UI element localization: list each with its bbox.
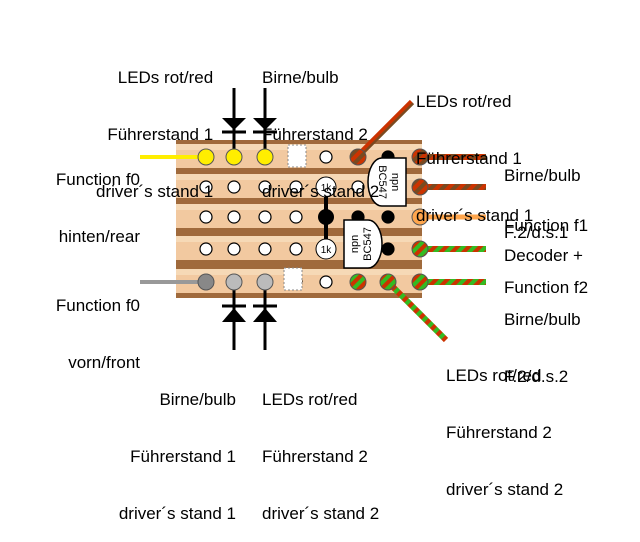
- label-bulb-ds2: Birne/bulb F.2/d.s.2: [504, 272, 581, 405]
- label-line: Function f0: [55, 296, 140, 315]
- label-line: vorn/front: [68, 353, 140, 372]
- strip-hole: [289, 210, 303, 224]
- label-bulb-ds1: Birne/bulb F.2/d.s.1: [504, 128, 581, 261]
- label-top-mid: Birne/bulb Führerstand 2 driver´s stand …: [262, 30, 379, 220]
- connection-pad: [256, 273, 274, 291]
- label-line: LEDs rot/red: [262, 390, 358, 409]
- label-line: Function f1: [504, 216, 589, 235]
- solder-point: [382, 243, 394, 255]
- connection-pad: [197, 148, 215, 166]
- copper-strip-highlight: [176, 204, 422, 210]
- transistor-lower-part: BC547: [362, 227, 374, 261]
- resistor-upper-mark: 1k: [321, 183, 333, 194]
- strip-cut-upper: [287, 144, 307, 168]
- resistor-lower: 1k: [315, 238, 337, 260]
- connection-pad: [411, 208, 429, 226]
- label-line: F.2/d.s.1: [504, 223, 569, 242]
- transistor-lower: npn BC547: [343, 219, 383, 269]
- label-line: driver´s stand 1: [118, 504, 236, 523]
- strip-hole: [199, 210, 213, 224]
- label-line: LEDs rot/red: [416, 92, 512, 111]
- transistor-upper-type: npn: [389, 173, 401, 191]
- connection-pad: [197, 273, 215, 291]
- diode-bottom-left: [222, 282, 246, 350]
- transistor-lower-type: npn: [349, 235, 361, 253]
- label-bottom-left: Birne/bulb Führerstand 1 driver´s stand …: [96, 352, 236, 542]
- label-line: Führerstand 2: [262, 125, 368, 144]
- label-bottom-right: LEDs rot/red Führerstand 2 driver´s stan…: [446, 328, 563, 518]
- label-line: Führerstand 1: [130, 447, 236, 466]
- connection-pad: [379, 273, 397, 291]
- label-line: F.2/d.s.2: [504, 367, 569, 386]
- strip-hole: [258, 242, 272, 256]
- connection-pad: [411, 273, 429, 291]
- label-line: Birne/bulb: [159, 390, 236, 409]
- resistor-lower-mark: 1k: [321, 245, 333, 256]
- diode-bottom-mid: [253, 282, 277, 350]
- strip-hole: [258, 210, 272, 224]
- label-line: Function f0: [55, 170, 140, 189]
- strip-hole: [289, 180, 303, 194]
- label-line: driver´s stand 1: [96, 182, 214, 201]
- wire-top-right-led: [355, 99, 415, 159]
- connection-pad: [225, 273, 243, 291]
- strip-hole: [199, 180, 213, 194]
- label-line: Führerstand 1: [107, 125, 214, 144]
- label-line: Führerstand 1: [416, 149, 522, 168]
- strip-hole: [319, 275, 333, 289]
- transistor-upper-part: BC547: [376, 165, 388, 199]
- strip-cut-lower: [283, 267, 303, 291]
- label-top-left: LEDs rot/red Führerstand 1 driver´s stan…: [96, 30, 213, 220]
- connection-pad: [411, 178, 429, 196]
- diode-top-mid: [253, 88, 277, 156]
- label-line: Birne/bulb: [262, 68, 339, 87]
- label-line: Function f2: [504, 278, 589, 297]
- strip-hole: [351, 180, 365, 194]
- connection-pad: [411, 240, 429, 258]
- copper-strip-highlight: [176, 174, 422, 180]
- label-line: Birne/bulb: [504, 310, 581, 329]
- stripboard-diagram: npn BC547 npn BC547 1k 1k: [140, 88, 486, 350]
- connection-pad: [411, 148, 429, 166]
- connection-pad: [349, 148, 367, 166]
- connection-pad: [256, 148, 274, 166]
- label-function-f1: Function f1: [504, 178, 588, 254]
- connection-pad: [349, 273, 367, 291]
- label-line: driver´s stand 2: [262, 182, 380, 201]
- label-bottom-mid: LEDs rot/red Führerstand 2 driver´s stan…: [262, 352, 379, 542]
- bridge-node: [318, 209, 334, 225]
- solder-point: [382, 211, 394, 223]
- strip-hole: [319, 150, 333, 164]
- label-line: driver´s stand 2: [446, 480, 564, 499]
- label-line: driver´s stand 1: [416, 206, 534, 225]
- strip-hole: [258, 180, 272, 194]
- label-line: Decoder +: [504, 246, 583, 265]
- transistor-upper: npn BC547: [367, 157, 407, 207]
- label-line: LEDs rot/red: [446, 366, 542, 385]
- strip-hole: [227, 210, 241, 224]
- label-function-f2: Function f2: [504, 240, 588, 316]
- copper-strip-highlight: [176, 236, 422, 242]
- label-line: Birne/bulb: [504, 166, 581, 185]
- label-line: LEDs rot/red: [117, 68, 214, 87]
- label-line: hinten/rear: [58, 227, 140, 246]
- label-f0-front: Function f0 vorn/front: [24, 258, 140, 391]
- label-f0-rear: Function f0 hinten/rear: [24, 132, 140, 265]
- wire-bottom-right-led: [385, 279, 449, 343]
- label-top-right: LEDs rot/red Führerstand 1 driver´s stan…: [416, 54, 533, 244]
- strip-hole: [199, 242, 213, 256]
- connection-pad: [225, 148, 243, 166]
- label-line: driver´s stand 2: [262, 504, 380, 523]
- strip-hole: [227, 180, 241, 194]
- strip-hole: [289, 242, 303, 256]
- strip-hole: [227, 242, 241, 256]
- label-line: Führerstand 2: [262, 447, 368, 466]
- label-decoder-plus: Decoder +: [504, 208, 583, 284]
- label-line: Führerstand 2: [446, 423, 552, 442]
- diode-top-left: [222, 88, 246, 156]
- resistor-upper: 1k: [315, 176, 337, 198]
